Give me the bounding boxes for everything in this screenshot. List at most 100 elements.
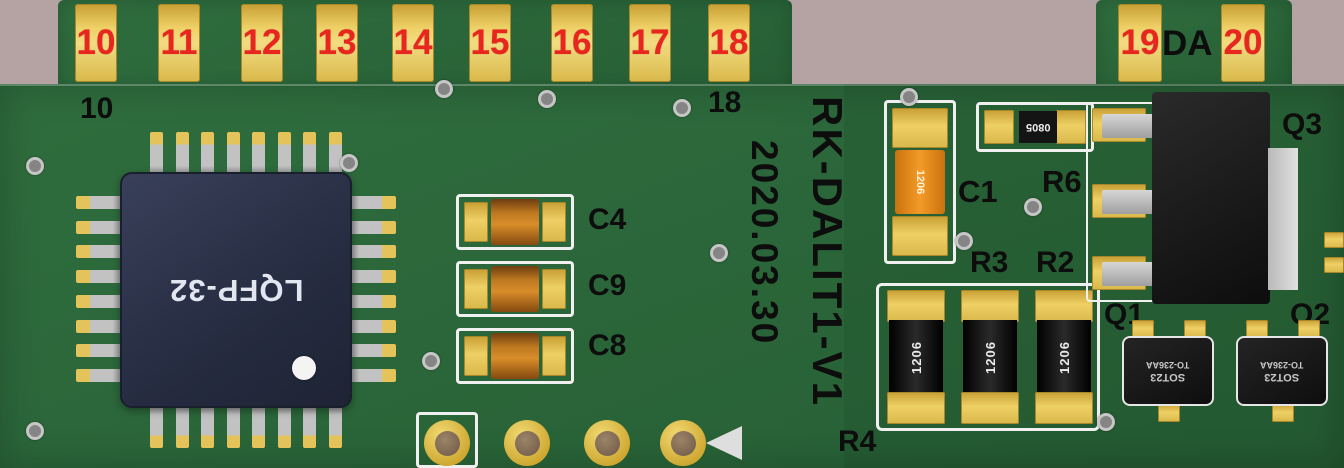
chip-pin [252,406,266,448]
pad [1184,320,1206,338]
chip-pin1-dot [292,356,316,380]
lqfp32-chip: LQFP-32 [120,172,352,408]
silk-r4: R4 [838,425,877,458]
pad [464,336,488,376]
resistor-bank: 1206 1206 1206 [876,283,1100,431]
sot23-marking: SOT23 TO-236AA [1146,359,1189,383]
r6-size-marking: 0805 [1025,121,1051,133]
silk-board-name: RK-DALIT1-V1 [804,96,851,408]
via [673,99,691,117]
chip-pin-row-top [150,132,342,174]
pad-number: 14 [393,23,433,62]
chip-pin [350,368,396,382]
sot23-marking: SOT23 TO-236AA [1260,359,1303,383]
sot23-type: TO-236AA [1260,359,1304,370]
pad-number: 19 [1120,23,1160,62]
pad-number: 13 [317,23,357,62]
chip-pin [350,270,396,284]
via [435,80,453,98]
q3-lead [1102,262,1154,286]
chip-pin-row-left [76,196,122,382]
edge-pad-20: 20 [1221,4,1265,82]
edge-pad-12: 12 [241,4,283,82]
through-hole [584,420,630,466]
resistor-size-marking: 1206 [908,340,924,374]
pad-number: 10 [76,23,116,62]
via [1097,413,1115,431]
chip-pin-row-bottom [150,406,342,448]
pad [984,110,1014,144]
edge-pad-13: 13 [316,4,358,82]
pad-number: 12 [242,23,282,62]
q3-tab [1268,148,1298,290]
chip-pin [201,132,215,174]
resistor-1206: 1206 [961,290,1019,424]
q2-sot23-body: SOT23 TO-236AA [1236,336,1328,406]
chip-pin [303,132,317,174]
capacitor-c8 [456,328,574,384]
hole-center [670,430,696,456]
pad-number: 16 [552,23,592,62]
capacitor-body [491,333,539,379]
capacitor-body [491,266,539,312]
edge-pad-10: 10 [75,4,117,82]
pad [542,269,566,309]
via [955,232,973,250]
silk-r6: R6 [1042,164,1082,199]
via [26,422,44,440]
pad [892,108,948,148]
pad [1035,290,1093,322]
edge-pad-small [1324,257,1344,273]
q3-lead [1102,114,1154,138]
via [26,157,44,175]
sot23-package: SOT23 [1264,370,1300,383]
q3-body [1152,92,1270,304]
chip-pin [175,132,189,174]
capacitor-c1: 1206 [884,100,956,264]
resistor-1206: 1206 [887,290,945,424]
pad-number: 15 [470,23,510,62]
capacitor-body [491,199,539,245]
chip-pin [328,132,342,174]
resistor-size-marking: 1206 [982,340,998,374]
edge-pad-18: 18 [708,4,750,82]
q1-sot23-body: SOT23 TO-236AA [1122,336,1214,406]
edge-pad-small [1324,232,1344,248]
pad [542,202,566,242]
chip-pin [277,406,291,448]
chip-pin [76,294,122,308]
pad-number: 18 [709,23,749,62]
via [710,244,728,262]
pad [1158,404,1180,422]
silk-c1: C1 [958,174,998,209]
chip-pin [150,406,163,448]
chip-pin [350,319,396,333]
silk-board-date: 2020.03.30 [744,140,785,346]
chip-pin [328,406,342,448]
silk-pin-10: 10 [80,92,114,125]
edge-pad-11: 11 [158,4,200,82]
pad [887,392,945,424]
via [900,88,918,106]
resistor-size-marking: 1206 [1056,340,1072,374]
resistor-r6-body: 0805 [1019,111,1057,143]
resistor-1206: 1206 [1035,290,1093,424]
silk-c9: C9 [588,269,627,302]
pad-number: 17 [630,23,670,62]
via [1024,198,1042,216]
pad-number: 20 [1223,23,1263,62]
chip-pin [350,196,396,209]
chip-pin [252,132,266,174]
edge-pad-16: 16 [551,4,593,82]
chip-marking: LQFP-32 [168,273,304,308]
chip-pin [201,406,215,448]
edge-pad-14: 14 [392,4,434,82]
polarity-triangle-icon [706,426,742,460]
sot23-type: TO-236AA [1146,359,1190,370]
silk-r3: R3 [970,246,1009,279]
c1-size-marking: 1206 [913,169,926,195]
chip-pin [175,406,189,448]
via [538,90,556,108]
chip-pin [303,406,317,448]
